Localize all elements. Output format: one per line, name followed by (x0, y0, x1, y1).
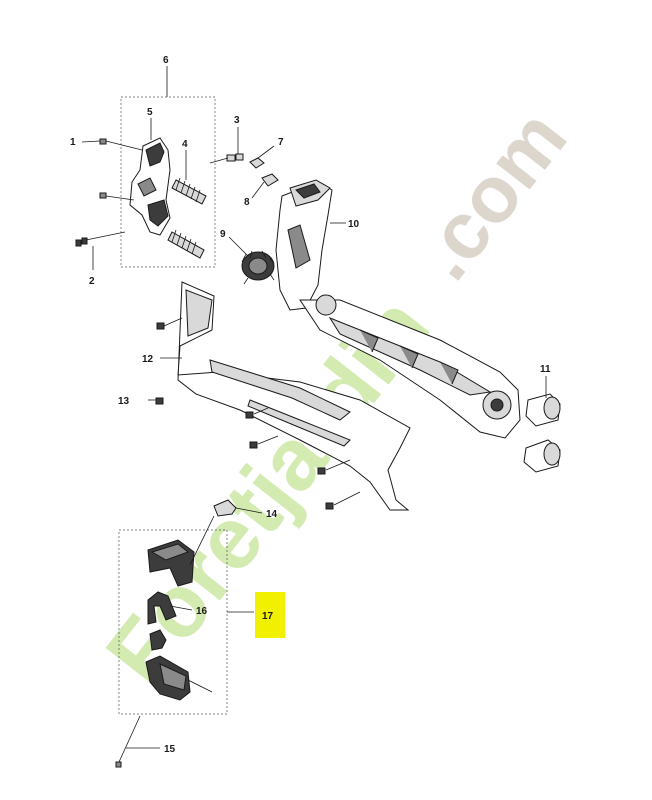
part-ring-16 (147, 591, 177, 625)
callout-6: 6 (163, 55, 169, 66)
part-top-cap (147, 539, 195, 587)
pin-extension (187, 679, 213, 693)
callout-17-highlight (255, 592, 285, 638)
part-cover-12 (177, 281, 411, 511)
leader-lines (81, 66, 547, 749)
callout-15: 15 (164, 744, 176, 755)
callout-1: 1 (70, 137, 76, 148)
callout-8: 8 (244, 197, 250, 208)
callout-4: 4 (182, 139, 188, 150)
callout-11: 11 (540, 364, 551, 375)
callout-16: 16 (196, 606, 208, 617)
part-nut-8 (261, 173, 279, 187)
callout-10: 10 (348, 219, 360, 230)
part-bracket-5 (129, 137, 171, 236)
part-screw-1 (99, 138, 143, 151)
part-cap-11-lower (523, 439, 561, 473)
callout-5: 5 (147, 107, 153, 118)
part-spring-4-upper (171, 177, 207, 205)
callouts: 1 2 3 4 5 6 7 8 9 10 11 12 13 14 15 16 1… (70, 55, 551, 755)
part-cap-11-upper (525, 393, 561, 427)
part-nut-3 (209, 153, 244, 164)
callout-12: 12 (142, 354, 154, 365)
part-pin-15 (115, 715, 141, 768)
callout-13: 13 (118, 396, 130, 407)
part-screw-2 (75, 192, 135, 247)
callout-3: 3 (234, 115, 240, 126)
callout-9: 9 (220, 229, 226, 240)
callout-17: 17 (262, 611, 274, 622)
part-spring-4-lower (167, 229, 205, 259)
callout-7: 7 (278, 137, 284, 148)
part-clip (149, 629, 167, 651)
part-knob-9 (241, 250, 275, 285)
part-bottom-cap (145, 655, 191, 701)
part-screw-13 (155, 317, 361, 510)
group-box-17 (118, 529, 228, 715)
watermark-text-domain: .com (398, 94, 583, 296)
callout-14: 14 (266, 509, 278, 520)
part-housing-10 (275, 179, 521, 439)
part-block-14 (213, 499, 237, 517)
callout-2: 2 (89, 276, 95, 287)
part-nut-7 (249, 157, 265, 169)
